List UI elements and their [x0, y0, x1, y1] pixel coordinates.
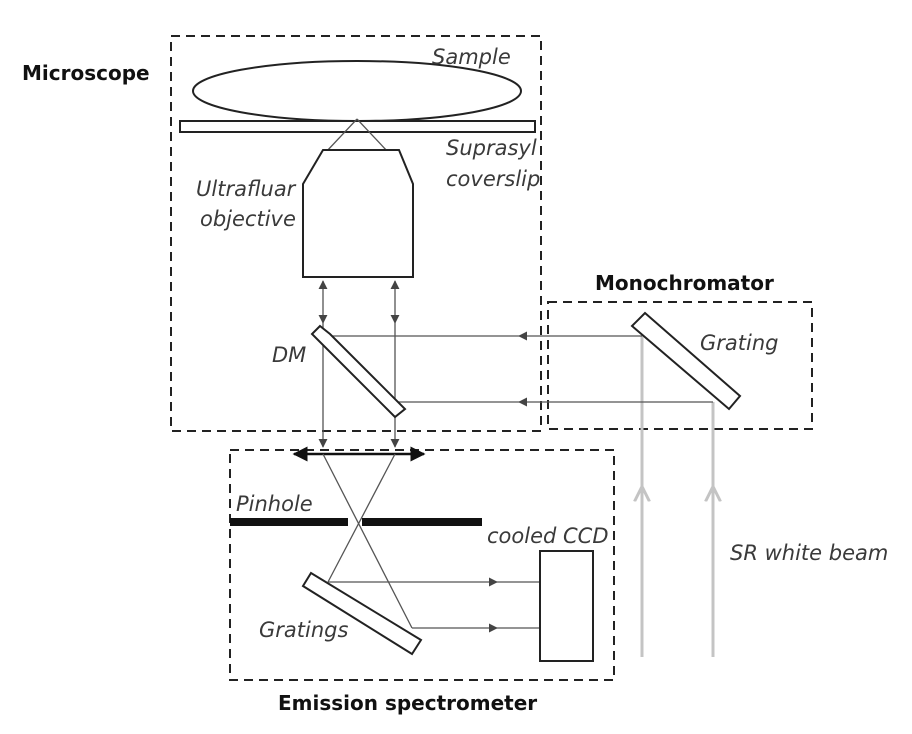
ray-cross-1 — [322, 453, 413, 629]
coverslip-label-line1: Suprasyl — [446, 136, 537, 160]
spectrometer-gratings — [301, 571, 423, 656]
microscope-box — [170, 35, 542, 432]
sample-ellipse — [192, 60, 522, 122]
pinhole-label: Pinhole — [236, 492, 313, 516]
sr-beam-label: SR white beam — [730, 541, 888, 565]
ccd-label: cooled CCD — [487, 524, 609, 548]
microscope-label: Microscope — [22, 61, 150, 85]
pinhole-bar-right — [362, 518, 482, 526]
gratings-label: Gratings — [259, 618, 348, 642]
emission-spectrometer-label: Emission spectrometer — [278, 691, 537, 715]
pinhole-bar-left — [230, 518, 348, 526]
objective-lens — [302, 149, 414, 278]
cooled-ccd — [539, 550, 594, 662]
dm-label: DM — [272, 343, 306, 367]
coverslip-label-line2: coverslip — [446, 167, 540, 191]
ray-cross-2 — [327, 453, 396, 583]
objective-label-line1: Ultrafluar — [196, 177, 297, 201]
monochromator-label: Monochromator — [595, 271, 774, 295]
focus-cone-right — [356, 118, 389, 153]
sample-label: Sample — [432, 45, 511, 69]
objective-label-line2: objective — [200, 207, 296, 231]
emission-spectrometer-box — [229, 449, 615, 681]
grating-label: Grating — [700, 331, 778, 355]
monochromator-grating — [630, 311, 742, 411]
coverslip-plate — [179, 120, 536, 133]
focus-cone-left — [325, 118, 358, 153]
dichroic-mirror — [310, 324, 407, 419]
